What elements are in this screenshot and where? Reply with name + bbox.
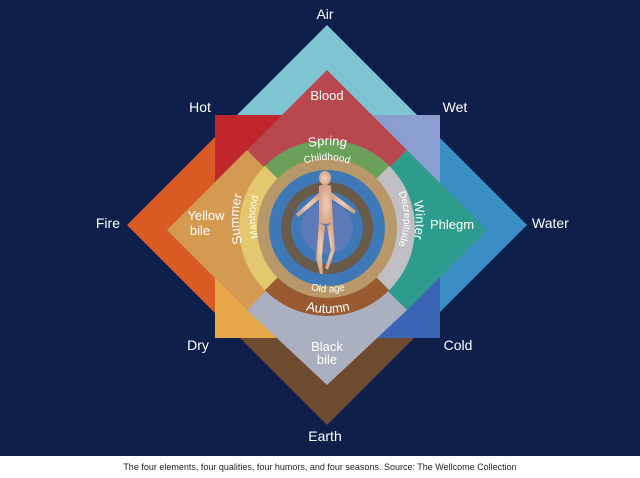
humor-yellow-bile-label-2: bile — [190, 223, 210, 238]
four-humors-diagram: Air Water Earth Fire Hot Wet Cold Dry Bl… — [0, 0, 640, 456]
quality-hot-label: Hot — [189, 99, 211, 115]
element-water-label: Water — [532, 215, 569, 231]
humor-blood-label: Blood — [310, 88, 343, 103]
human-figure-icon — [296, 171, 356, 274]
inner-core — [301, 202, 353, 254]
humor-black-bile-label-1: Black — [311, 339, 343, 354]
humor-black-bile-label-2: bile — [317, 352, 337, 367]
age-old-age-label: Old age — [310, 282, 346, 295]
season-autumn-label: Autumn — [305, 299, 351, 317]
quality-wet-label: Wet — [443, 99, 468, 115]
season-winter-label: Winter — [411, 200, 428, 242]
figure-caption: The four elements, four qualities, four … — [0, 456, 640, 478]
age-manhood-label: Manhood — [247, 194, 261, 239]
humor-yellow-bile-label-1: Yellow — [187, 208, 225, 223]
age-decrepitude-label: Decrepitude — [396, 190, 412, 249]
element-fire-label: Fire — [96, 215, 120, 231]
quality-dry-label: Dry — [187, 337, 209, 353]
element-earth-label: Earth — [308, 428, 341, 444]
season-spring-label: Spring — [307, 133, 348, 150]
humor-phlegm-label: Phlegm — [430, 217, 474, 232]
quality-cold-label: Cold — [444, 337, 473, 353]
element-air-label: Air — [316, 6, 333, 22]
